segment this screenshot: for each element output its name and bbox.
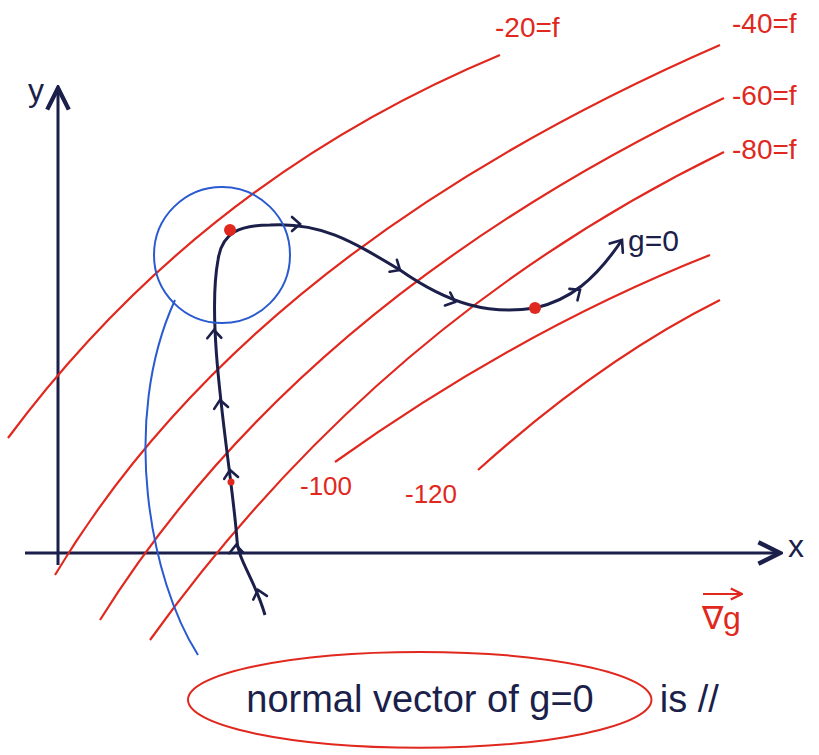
curve-mark (228, 479, 235, 486)
constraint-curve (214, 225, 622, 615)
axis-label: x (788, 528, 804, 565)
direction-arrow (251, 588, 267, 599)
vector-arrow (703, 593, 742, 595)
level-curve (478, 300, 720, 470)
level-curve (55, 45, 720, 575)
direction-arrow (445, 293, 458, 309)
direction-arrow (292, 217, 300, 231)
level-label: -80=f (732, 134, 797, 166)
direction-arrow (610, 235, 629, 252)
direction-arrow (229, 545, 243, 553)
level-curves (8, 45, 724, 640)
highlight-ellipse: normal vector of g=0 (186, 650, 653, 750)
level-label: -100 (300, 472, 352, 502)
direction-arrow (569, 284, 584, 300)
leader-line (145, 300, 198, 655)
direction-arrow (390, 260, 404, 276)
node-body: normal vector of g=0 (246, 678, 593, 722)
level-label: -40=f (732, 8, 797, 40)
note-text: is // (660, 678, 719, 722)
y-axis (57, 88, 60, 565)
x-axis (25, 552, 780, 555)
gradient-label: ∇g (702, 600, 741, 637)
level-label: -20=f (495, 12, 560, 44)
direction-arrows (207, 217, 629, 600)
direction-arrow (223, 469, 238, 479)
ellipse-outline (188, 652, 651, 748)
tangent-point (529, 302, 541, 314)
level-label: -60=f (732, 80, 797, 112)
level-label: -120 (405, 480, 457, 510)
axis-label: y (28, 72, 44, 109)
level-curve (150, 152, 724, 640)
level-curve (8, 55, 500, 438)
node-text: normal vector of g=0 (246, 678, 593, 722)
curve-label: g=0 (628, 224, 679, 259)
direction-arrow (207, 330, 221, 338)
tangent-point (224, 224, 236, 236)
direction-arrow (213, 399, 228, 409)
level-curve (100, 98, 724, 620)
